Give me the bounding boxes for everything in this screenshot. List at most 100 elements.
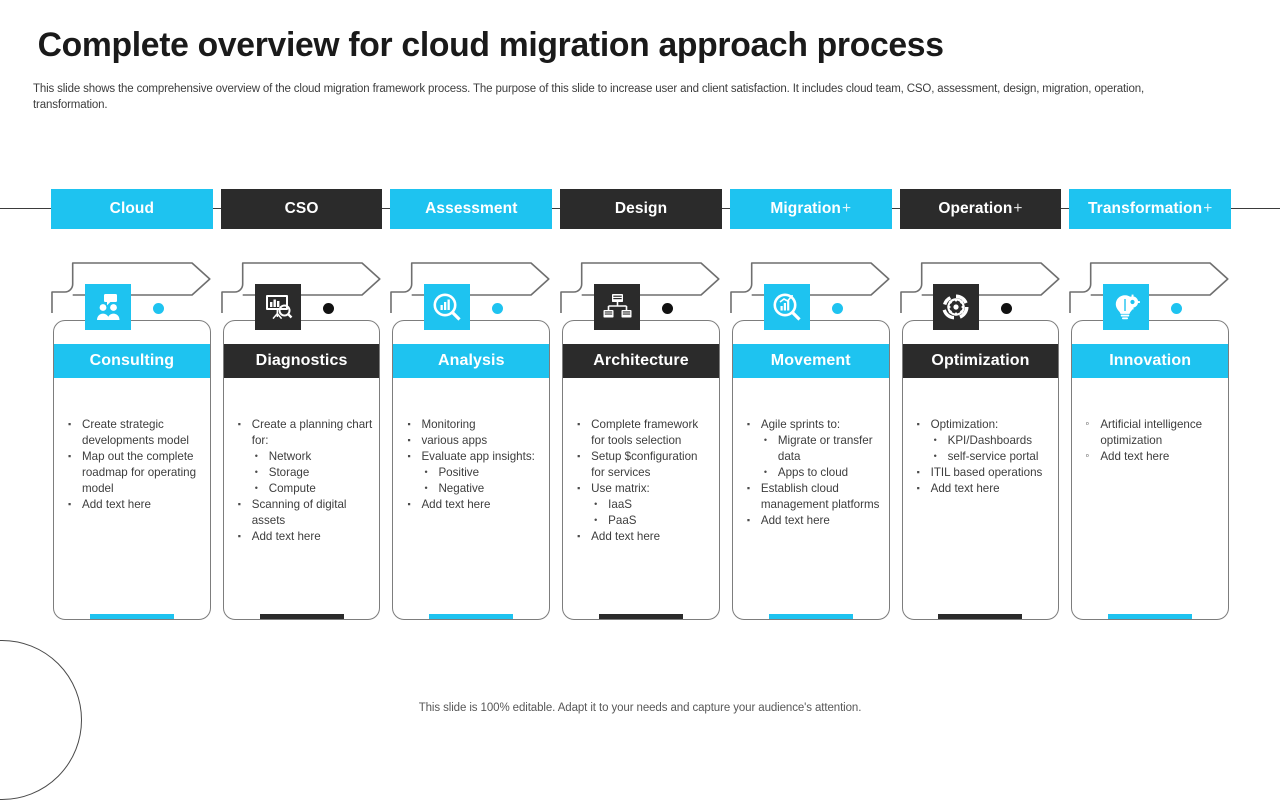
phase-card[interactable]: OptimizationOptimization:KPI/Dashboardss… — [901, 320, 1060, 620]
lightbulb-gear-icon — [1103, 284, 1150, 330]
phase-card[interactable]: ConsultingCreate strategic developments … — [53, 320, 211, 620]
list-item: Monitoring — [401, 416, 543, 433]
tab-label: Transformation — [1087, 200, 1203, 217]
card-body: Create a planning chart for:NetworkStora… — [224, 385, 380, 597]
bullet-list: Create strategic developments modelMap o… — [62, 416, 204, 513]
list-item: Add text here — [571, 528, 713, 545]
footer-note: This slide is 100% editable. Adapt it to… — [418, 702, 862, 714]
process-column-analysis: AnalysisMonitoringvarious appsEvaluate a… — [390, 262, 552, 620]
list-item: Optimization:KPI/Dashboardsself-service … — [911, 416, 1053, 465]
tab-plus-indicator: + — [1203, 200, 1213, 217]
tab-assessment[interactable]: Assessment — [390, 189, 553, 229]
list-item: Agile sprints to:Migrate or transfer dat… — [741, 416, 883, 481]
phase-card[interactable]: AnalysisMonitoringvarious appsEvaluate a… — [392, 320, 551, 620]
sub-list-item: Apps to cloud — [761, 464, 883, 481]
sub-bullet-list: IaaSPaaS — [591, 496, 713, 529]
card-accent-bar — [599, 614, 684, 619]
tab-migration[interactable]: Migration+ — [729, 189, 892, 229]
card-accent-bar — [259, 614, 344, 619]
list-item: Scanning of digital assets — [232, 496, 374, 529]
connector-dot — [662, 303, 674, 314]
bullet-list: Monitoring various appsEvaluate app insig… — [401, 416, 543, 513]
card-body: Monitoring various appsEvaluate app insig… — [393, 385, 549, 597]
list-item: Add text here — [62, 496, 204, 513]
list-item: Setup $configuration for services — [571, 448, 713, 481]
card-accent-bar — [89, 614, 174, 619]
connector-dot — [152, 303, 164, 314]
list-item-text: Add text here — [251, 530, 321, 543]
phase-card[interactable]: DiagnosticsCreate a planning chart for:N… — [222, 320, 381, 620]
sub-list-item: Positive — [421, 464, 543, 481]
connector-dot — [1001, 303, 1013, 314]
list-item: Establish cloud management platforms — [741, 480, 883, 513]
tab-plus-indicator: + — [1013, 200, 1023, 217]
list-item-text: Monitoring — [421, 418, 476, 431]
arrow-connector-shape — [221, 262, 383, 314]
tab-operation[interactable]: Operation+ — [899, 189, 1062, 229]
growth-chart-magnifier-icon — [763, 284, 810, 330]
connector-dot — [1171, 303, 1183, 314]
process-column-architecture: ArchitectureComplete framework for tools… — [560, 262, 722, 620]
sub-list-item: Migrate or transfer data — [761, 432, 883, 465]
phase-card[interactable]: MovementAgile sprints to:Migrate or tran… — [731, 320, 890, 620]
arrow-connector-shape — [390, 262, 552, 314]
sub-bullet-list: KPI/Dashboardsself-service portal — [931, 432, 1053, 465]
card-body: Create strategic developments modelMap o… — [54, 385, 210, 597]
page-subtitle: This slide shows the comprehensive overv… — [33, 83, 1144, 111]
sub-bullet-list: PositiveNegative — [421, 464, 543, 497]
card-title: Diagnostics — [223, 344, 380, 378]
list-item-text: ITIL based operations — [930, 466, 1043, 479]
sub-list-item: KPI/Dashboards — [931, 432, 1053, 449]
sub-list-item: Storage — [252, 464, 374, 481]
arrow-connector-shape — [1069, 262, 1231, 314]
bullet-list: Create a planning chart for:NetworkStora… — [232, 416, 374, 545]
list-item: Evaluate app insights:PositiveNegative — [401, 448, 543, 497]
gear-refresh-icon — [933, 284, 980, 330]
tab-transformation[interactable]: Transformation+ — [1069, 189, 1232, 229]
list-item: Complete framework for tools selection — [571, 416, 713, 449]
sub-list-item: Network — [252, 448, 374, 465]
process-column-optimization: OptimizationOptimization:KPI/Dashboardss… — [900, 262, 1062, 620]
list-item-text: Map out the complete roadmap for operati… — [82, 450, 197, 495]
sub-list-item: Negative — [421, 480, 543, 497]
tab-cloud[interactable]: Cloud — [51, 189, 213, 229]
process-column-movement: MovementAgile sprints to:Migrate or tran… — [730, 262, 892, 620]
list-item: Use matrix:IaaSPaaS — [571, 480, 713, 529]
list-item: Add text here — [741, 512, 883, 529]
card-accent-bar — [429, 614, 514, 619]
bullet-list: Agile sprints to:Migrate or transfer dat… — [741, 416, 883, 529]
list-item-text: various apps — [421, 434, 488, 447]
tab-label: CSO — [284, 200, 319, 217]
list-item-text: Create a planning chart for: — [251, 418, 373, 447]
bullet-list: Optimization:KPI/Dashboardsself-service … — [911, 416, 1053, 497]
people-consulting-icon — [84, 284, 131, 330]
tab-cso[interactable]: CSO — [220, 189, 383, 229]
card-title: Movement — [732, 344, 889, 378]
card-title: Optimization — [902, 344, 1059, 378]
phase-card[interactable]: ArchitectureComplete framework for tools… — [562, 320, 720, 620]
list-item-text: Add text here — [930, 482, 1000, 495]
list-item: Artificial intelligence optimization — [1080, 416, 1222, 449]
tab-design[interactable]: Design — [560, 189, 722, 229]
arrow-connector-shape — [730, 262, 892, 314]
magnifier-bar-chart-icon — [424, 284, 471, 330]
card-title: Innovation — [1072, 344, 1229, 378]
list-item: Create a planning chart for:NetworkStora… — [232, 416, 374, 497]
process-columns: ConsultingCreate strategic developments … — [51, 262, 1231, 620]
list-item: various apps — [401, 432, 543, 449]
list-item-text: Create strategic developments model — [82, 418, 189, 447]
list-item: Add text here — [911, 480, 1053, 497]
tab-label: Cloud — [109, 200, 155, 217]
phase-card[interactable]: InnovationArtificial intelligence optimi… — [1071, 320, 1230, 620]
list-item: Add text here — [1080, 448, 1222, 465]
list-item-text: Use matrix: — [591, 482, 650, 495]
connector-dot — [322, 303, 334, 314]
list-item-text: Add text here — [591, 530, 661, 543]
tab-label: Assessment — [425, 200, 518, 217]
process-column-consulting: ConsultingCreate strategic developments … — [51, 262, 213, 620]
card-title: Architecture — [563, 344, 719, 378]
connector-dot — [492, 303, 504, 314]
card-accent-bar — [768, 614, 853, 619]
presentation-chart-search-icon — [254, 284, 301, 330]
